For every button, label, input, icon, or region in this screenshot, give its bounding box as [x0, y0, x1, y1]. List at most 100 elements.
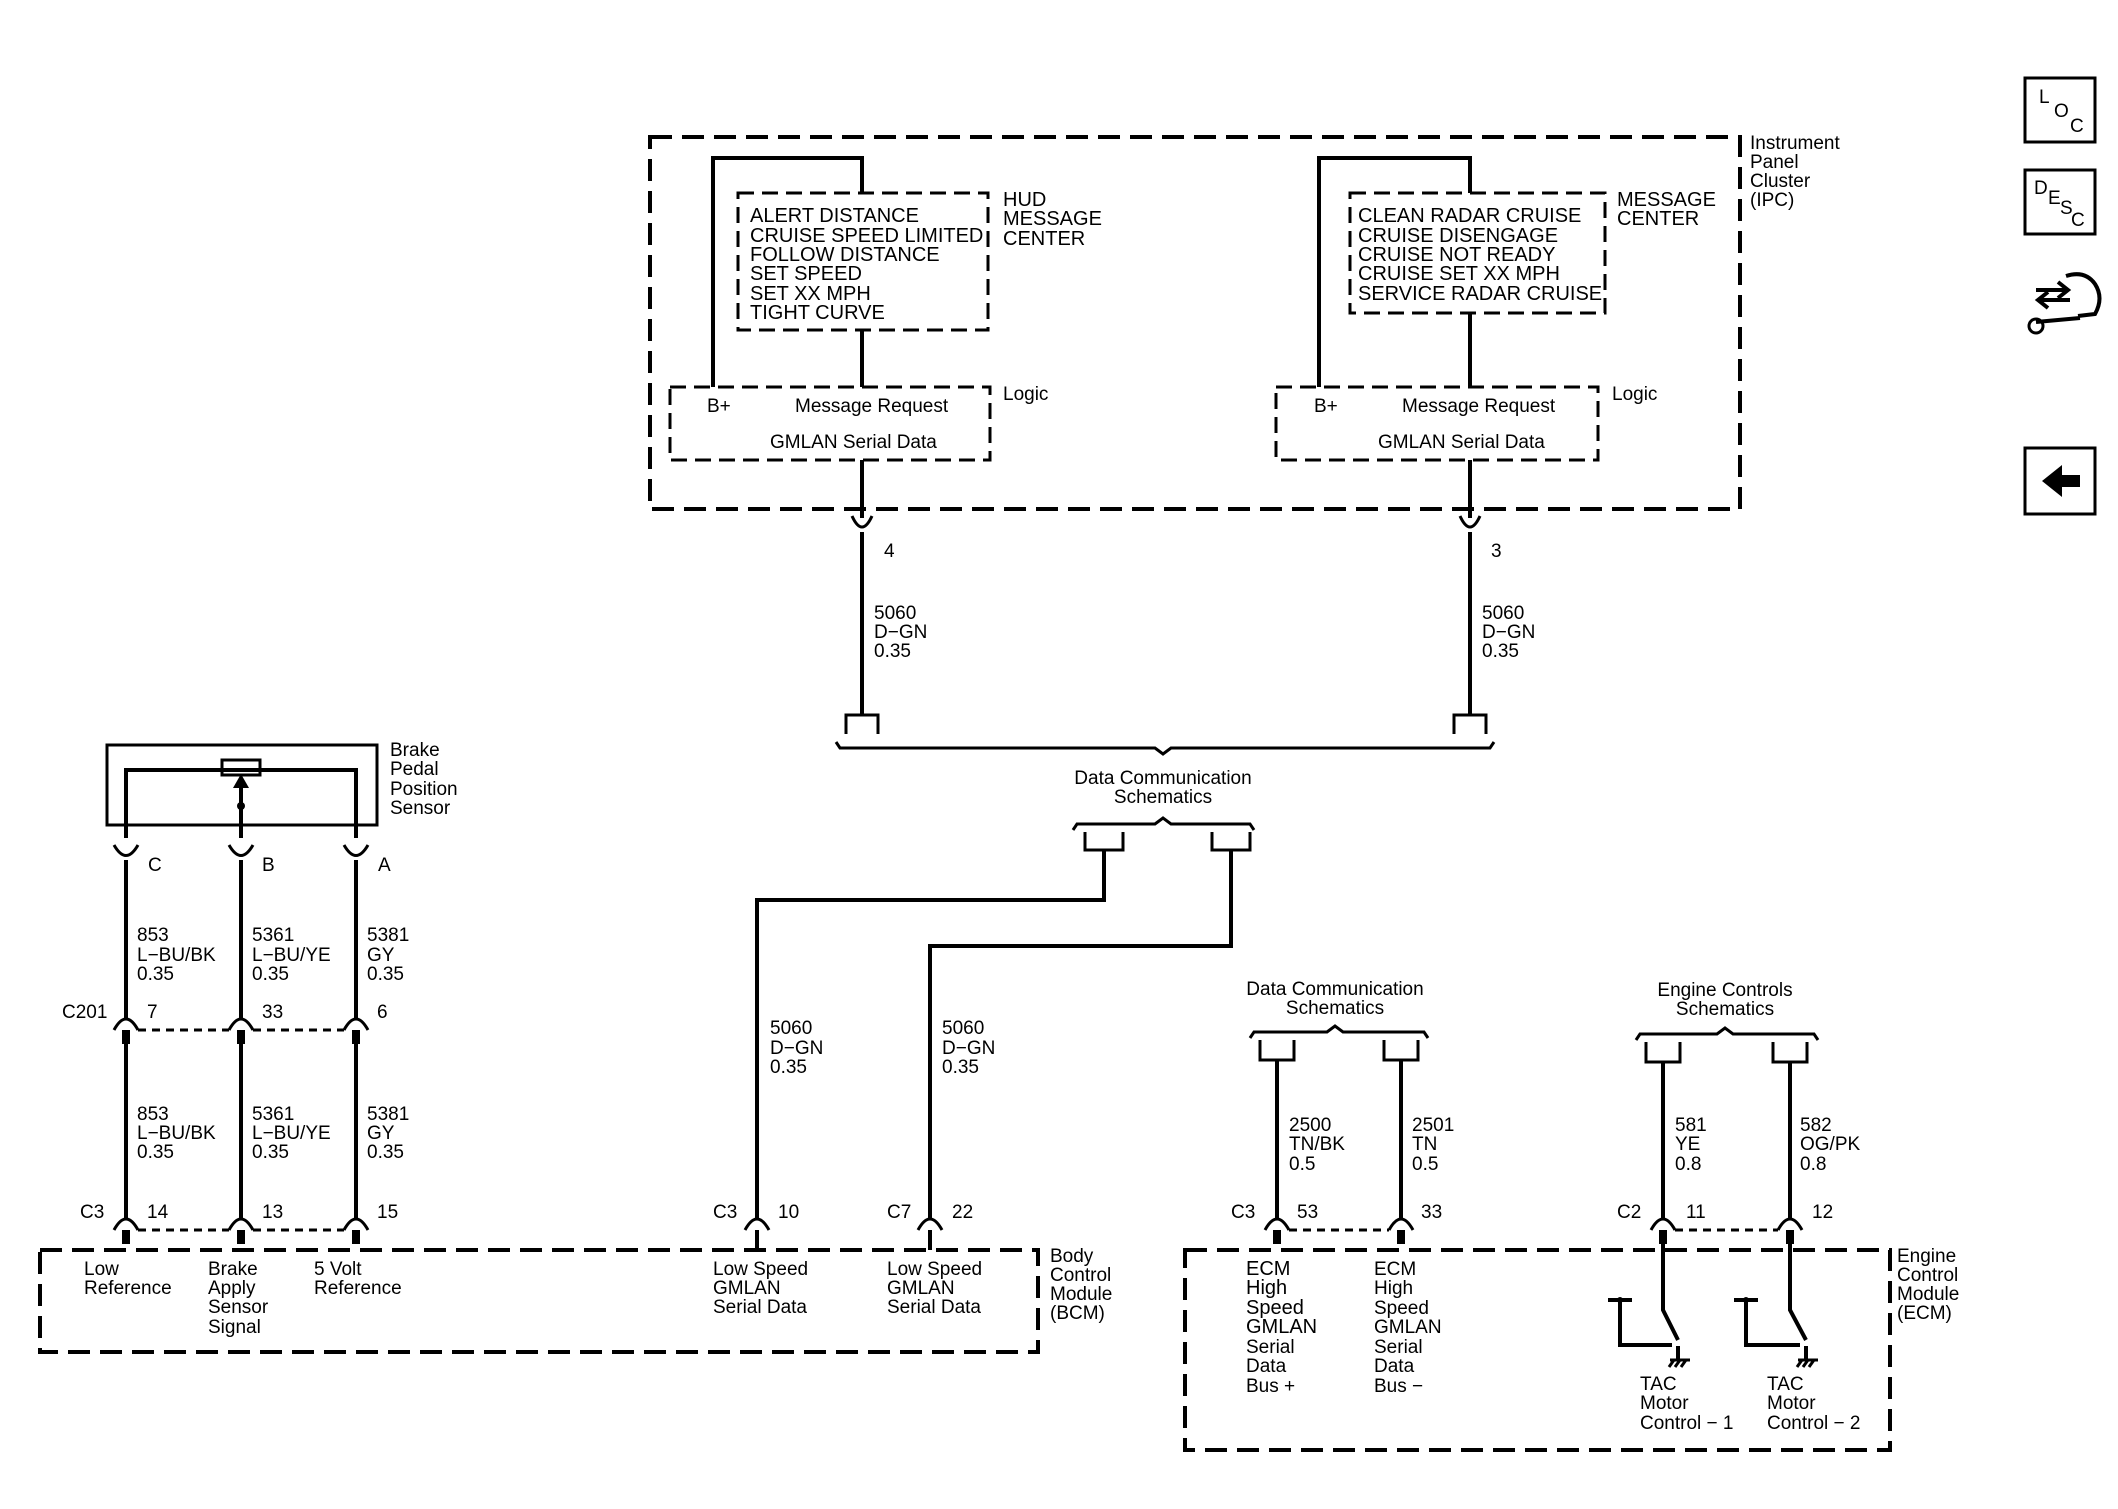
svg-text:D: D [2034, 178, 2048, 199]
svg-text:GMLAN: GMLAN [1246, 1316, 1317, 1338]
svg-text:0.35: 0.35 [137, 964, 174, 985]
svg-text:33: 33 [262, 1002, 283, 1023]
svg-text:OG/PK: OG/PK [1800, 1134, 1861, 1155]
svg-text:Serial Data: Serial Data [713, 1297, 807, 1318]
svg-text:Speed: Speed [1246, 1297, 1304, 1319]
svg-text:S: S [2060, 198, 2073, 219]
svg-text:0.35: 0.35 [252, 1142, 289, 1163]
svg-text:Panel: Panel [1750, 152, 1799, 173]
svg-text:C: C [148, 855, 162, 876]
svg-text:(BCM): (BCM) [1050, 1303, 1105, 1324]
svg-text:Schematics: Schematics [1286, 998, 1384, 1019]
svg-text:0.5: 0.5 [1412, 1154, 1438, 1175]
svg-text:Data Communication: Data Communication [1246, 979, 1423, 1000]
svg-text:853: 853 [137, 925, 169, 946]
svg-text:0.35: 0.35 [1482, 641, 1519, 662]
svg-text:CRUISE DISENGAGE: CRUISE DISENGAGE [1358, 225, 1558, 247]
svg-text:YE: YE [1675, 1134, 1700, 1155]
svg-text:5361: 5361 [252, 925, 294, 946]
svg-text:SERVICE RADAR CRUISE: SERVICE RADAR CRUISE [1358, 283, 1602, 305]
svg-text:Reference: Reference [84, 1278, 172, 1299]
svg-text:ALERT DISTANCE: ALERT DISTANCE [750, 205, 919, 227]
svg-text:TN: TN [1412, 1134, 1437, 1155]
svg-text:GMLAN Serial Data: GMLAN Serial Data [770, 432, 937, 453]
svg-text:22: 22 [952, 1202, 973, 1223]
svg-text:Data Communication: Data Communication [1074, 768, 1251, 789]
ipc-name: Instrument Panel Cluster (IPC) [1750, 133, 1840, 211]
svg-text:(IPC): (IPC) [1750, 190, 1794, 211]
svg-text:5361: 5361 [252, 1104, 294, 1125]
svg-text:C2: C2 [1617, 1202, 1641, 1223]
svg-text:D−GN: D−GN [874, 622, 927, 643]
svg-text:High: High [1246, 1277, 1287, 1299]
back-arrow-icon [2042, 465, 2080, 497]
svg-text:12: 12 [1812, 1202, 1833, 1223]
svg-text:TIGHT CURVE: TIGHT CURVE [750, 302, 885, 324]
svg-text:5381: 5381 [367, 1104, 409, 1125]
svg-text:0.35: 0.35 [770, 1057, 807, 1078]
svg-text:5060: 5060 [1482, 603, 1524, 624]
svg-text:Bus −: Bus − [1374, 1376, 1423, 1397]
svg-text:Message Request: Message Request [795, 396, 949, 417]
ipc-pin-4-circuit: 4 5060 D−GN 0.35 [844, 460, 927, 734]
svg-text:0.35: 0.35 [874, 641, 911, 662]
svg-text:CRUISE SET XX MPH: CRUISE SET XX MPH [1358, 263, 1560, 285]
svg-text:Motor: Motor [1767, 1393, 1816, 1414]
svg-text:582: 582 [1800, 1115, 1832, 1136]
svg-text:SET XX MPH: SET XX MPH [750, 283, 871, 305]
svg-text:O: O [2054, 101, 2069, 122]
hud-message-center: ALERT DISTANCE CRUISE SPEED LIMITED FOLL… [668, 156, 1102, 462]
radar-message-center: CLEAN RADAR CRUISE CRUISE DISENGAGE CRUI… [1274, 156, 1716, 462]
svg-text:C3: C3 [80, 1202, 104, 1223]
svg-text:0.35: 0.35 [367, 1142, 404, 1163]
svg-text:CENTER: CENTER [1003, 228, 1085, 250]
data-communication-bracket-top: Data Communication Schematics [834, 741, 1496, 852]
location-button[interactable]: L O C [2023, 76, 2097, 144]
svg-text:0.8: 0.8 [1800, 1154, 1826, 1175]
description-button[interactable]: D E S C [2023, 168, 2097, 236]
svg-text:5060: 5060 [874, 603, 916, 624]
svg-text:14: 14 [147, 1202, 169, 1223]
svg-text:4: 4 [884, 541, 895, 562]
svg-text:ECM: ECM [1374, 1259, 1416, 1280]
svg-text:Logic: Logic [1003, 384, 1048, 405]
svg-text:MESSAGE: MESSAGE [1003, 208, 1102, 230]
engine-control-module: Engine Control Module (ECM) ECM High Spe… [1183, 1244, 1959, 1452]
svg-text:Engine: Engine [1897, 1246, 1956, 1267]
svg-text:Schematics: Schematics [1114, 787, 1212, 808]
svg-text:Serial: Serial [1374, 1337, 1423, 1358]
svg-text:GMLAN Serial Data: GMLAN Serial Data [1378, 432, 1545, 453]
svg-text:Data: Data [1374, 1356, 1415, 1377]
svg-text:Sensor: Sensor [390, 798, 451, 819]
back-arrow-button[interactable] [2023, 446, 2097, 516]
svg-text:Control − 1: Control − 1 [1640, 1413, 1733, 1434]
svg-text:D−GN: D−GN [1482, 622, 1535, 643]
svg-text:0.8: 0.8 [1675, 1154, 1701, 1175]
svg-text:L: L [2039, 87, 2050, 108]
svg-text:Speed: Speed [1374, 1298, 1429, 1319]
brake-pedal-position-sensor: Brake Pedal Position Sensor [105, 740, 458, 838]
svg-text:D−GN: D−GN [770, 1038, 823, 1059]
svg-text:High: High [1374, 1278, 1413, 1299]
svg-text:GMLAN: GMLAN [1374, 1317, 1442, 1338]
body-control-module: Body Control Module (BCM) Low Reference … [38, 1246, 1112, 1354]
svg-text:Instrument: Instrument [1750, 133, 1840, 154]
svg-text:TN/BK: TN/BK [1289, 1134, 1345, 1155]
svg-text:Serial Data: Serial Data [887, 1297, 981, 1318]
svg-text:Apply: Apply [208, 1278, 256, 1299]
ipc-module-box [648, 135, 1742, 511]
svg-text:L−BU/YE: L−BU/YE [252, 945, 331, 966]
svg-text:Control − 2: Control − 2 [1767, 1413, 1860, 1434]
svg-text:SET SPEED: SET SPEED [750, 263, 862, 285]
svg-text:0.5: 0.5 [1289, 1154, 1315, 1175]
svg-text:(ECM): (ECM) [1897, 1303, 1952, 1324]
svg-text:0.35: 0.35 [367, 964, 404, 985]
svg-text:GMLAN: GMLAN [713, 1278, 781, 1299]
connector-wrench-icon[interactable] [2027, 272, 2102, 335]
engine-controls-bracket: Engine Controls Schematics 581 YE 0.8 58… [1617, 980, 1861, 1244]
bcm-gmlan-circuits: 5060 D−GN 0.35 5060 D−GN 0.35 C3 10 C7 2… [713, 850, 1233, 1250]
svg-text:Module: Module [1897, 1284, 1959, 1305]
bpps-circuits: C B A 853 L−BU/BK 0.35 5361 L−BU/YE 0.35… [62, 844, 409, 1244]
svg-text:HUD: HUD [1003, 189, 1046, 211]
svg-text:Message Request: Message Request [1402, 396, 1556, 417]
